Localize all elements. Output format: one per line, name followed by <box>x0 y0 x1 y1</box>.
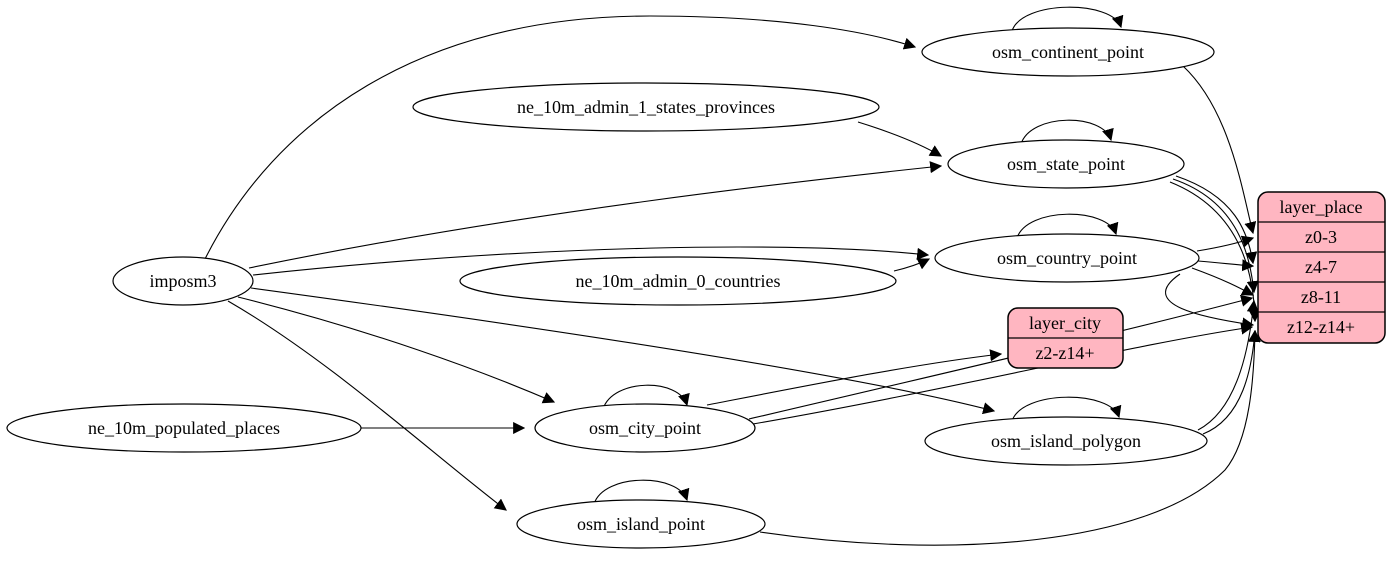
edge-island-point-to-layer-place-z12-z14 <box>759 329 1261 546</box>
node-ne-10m-admin-0-countries: ne_10m_admin_0_countries <box>459 256 897 306</box>
layer-place-box <box>1257 191 1386 344</box>
ne-admin1-ellipse <box>412 82 880 132</box>
node-ne-10m-populated-places: ne_10m_populated_places <box>6 403 362 453</box>
edge-city-to-layer-place-z12-z14 <box>752 322 1254 425</box>
continent-ellipse <box>921 27 1215 77</box>
record-layer-city: layer_city z2-z14+ <box>1007 307 1124 369</box>
island-point-ellipse <box>516 499 766 549</box>
city-label: osm_city_point <box>589 418 701 438</box>
edge-country-to-layer-place-z4-7 <box>1197 259 1255 272</box>
edge-selfloop-osm-island-polygon <box>1011 396 1122 422</box>
state-label: osm_state_point <box>1007 154 1125 174</box>
ne-places-ellipse <box>6 403 362 453</box>
edge-selfloop-osm-country-point <box>1016 213 1119 239</box>
edge-city-to-layer-city-z2-z14 <box>706 349 1003 406</box>
layer-place-row-z8-11: z8-11 <box>1301 287 1341 307</box>
ne-admin0-ellipse <box>459 256 897 306</box>
layer-city-row-z2-z14: z2-z14+ <box>1035 343 1094 363</box>
edge-country-to-layer-place-z12-z14 <box>1165 273 1255 330</box>
edge-island-polygon-to-layer-place-z8-11 <box>1197 299 1259 431</box>
edge-ne-admin1-to-osm-state-point <box>857 121 943 157</box>
edge-imposm3-to-osm-city-point <box>237 296 556 404</box>
city-ellipse <box>534 403 756 453</box>
imposm3-label: imposm3 <box>149 271 216 291</box>
edge-selfloop-osm-continent-point <box>1011 6 1124 32</box>
edge-selfloop-osm-island-point <box>593 479 690 505</box>
edge-imposm3-to-osm-state-point <box>248 161 943 269</box>
island-polygon-ellipse <box>924 416 1208 466</box>
edge-selfloop-osm-city-point <box>602 384 690 410</box>
ne-admin1-label: ne_10m_admin_1_states_provinces <box>517 97 775 117</box>
edge-imposm3-to-osm-country-point <box>252 246 930 276</box>
record-layer-place: layer_place z0-3 z4-7 z8-11 z12-z14+ <box>1257 191 1386 344</box>
imposm3-ellipse <box>112 256 254 306</box>
continent-label: osm_continent_point <box>992 42 1144 62</box>
node-ne-10m-admin-1-states-provinces: ne_10m_admin_1_states_provinces <box>412 82 880 132</box>
edge-continent-to-layer-place-z0-3 <box>1182 65 1257 235</box>
state-ellipse <box>947 139 1185 189</box>
layer-city-title: layer_city <box>1029 313 1101 333</box>
country-ellipse <box>934 233 1200 283</box>
layer-place-title: layer_place <box>1280 197 1363 217</box>
edge-imposm3-to-osm-continent-point <box>204 15 917 260</box>
layer-place-row-z12-z14: z12-z14+ <box>1287 317 1355 337</box>
island-point-label: osm_island_point <box>577 514 705 534</box>
node-osm-country-point: osm_country_point <box>934 233 1200 283</box>
ne-admin0-label: ne_10m_admin_0_countries <box>576 271 781 291</box>
country-label: osm_country_point <box>997 248 1137 268</box>
node-imposm3: imposm3 <box>112 256 254 306</box>
node-osm-island-point: osm_island_point <box>516 499 766 549</box>
node-osm-island-polygon: osm_island_polygon <box>924 416 1208 466</box>
island-polygon-label: osm_island_polygon <box>991 431 1141 451</box>
edge-country-to-layer-place-z0-3 <box>1196 235 1255 252</box>
edge-country-to-layer-place-z8-11 <box>1191 267 1255 296</box>
edge-ne-admin0-to-osm-country-point <box>893 258 931 272</box>
layer-place-row-z4-7: z4-7 <box>1305 257 1337 277</box>
edge-imposm3-to-osm-island-polygon <box>250 287 996 415</box>
edge-city-to-layer-place-z8-11 <box>748 294 1254 420</box>
edge-state-to-layer-place-z4-7 <box>1175 175 1258 265</box>
node-osm-continent-point: osm_continent_point <box>921 27 1215 77</box>
edge-selfloop-osm-state-point <box>1020 119 1114 145</box>
edge-imposm3-to-osm-island-point <box>227 300 507 511</box>
node-osm-city-point: osm_city_point <box>534 403 756 453</box>
edge-state-to-layer-place-z8-11 <box>1172 178 1259 294</box>
ne-places-label: ne_10m_populated_places <box>88 418 280 438</box>
edge-island-polygon-to-layer-place-z12-z14 <box>1202 329 1261 435</box>
node-osm-state-point: osm_state_point <box>947 139 1185 189</box>
layer-place-row-z0-3: z0-3 <box>1305 227 1337 247</box>
